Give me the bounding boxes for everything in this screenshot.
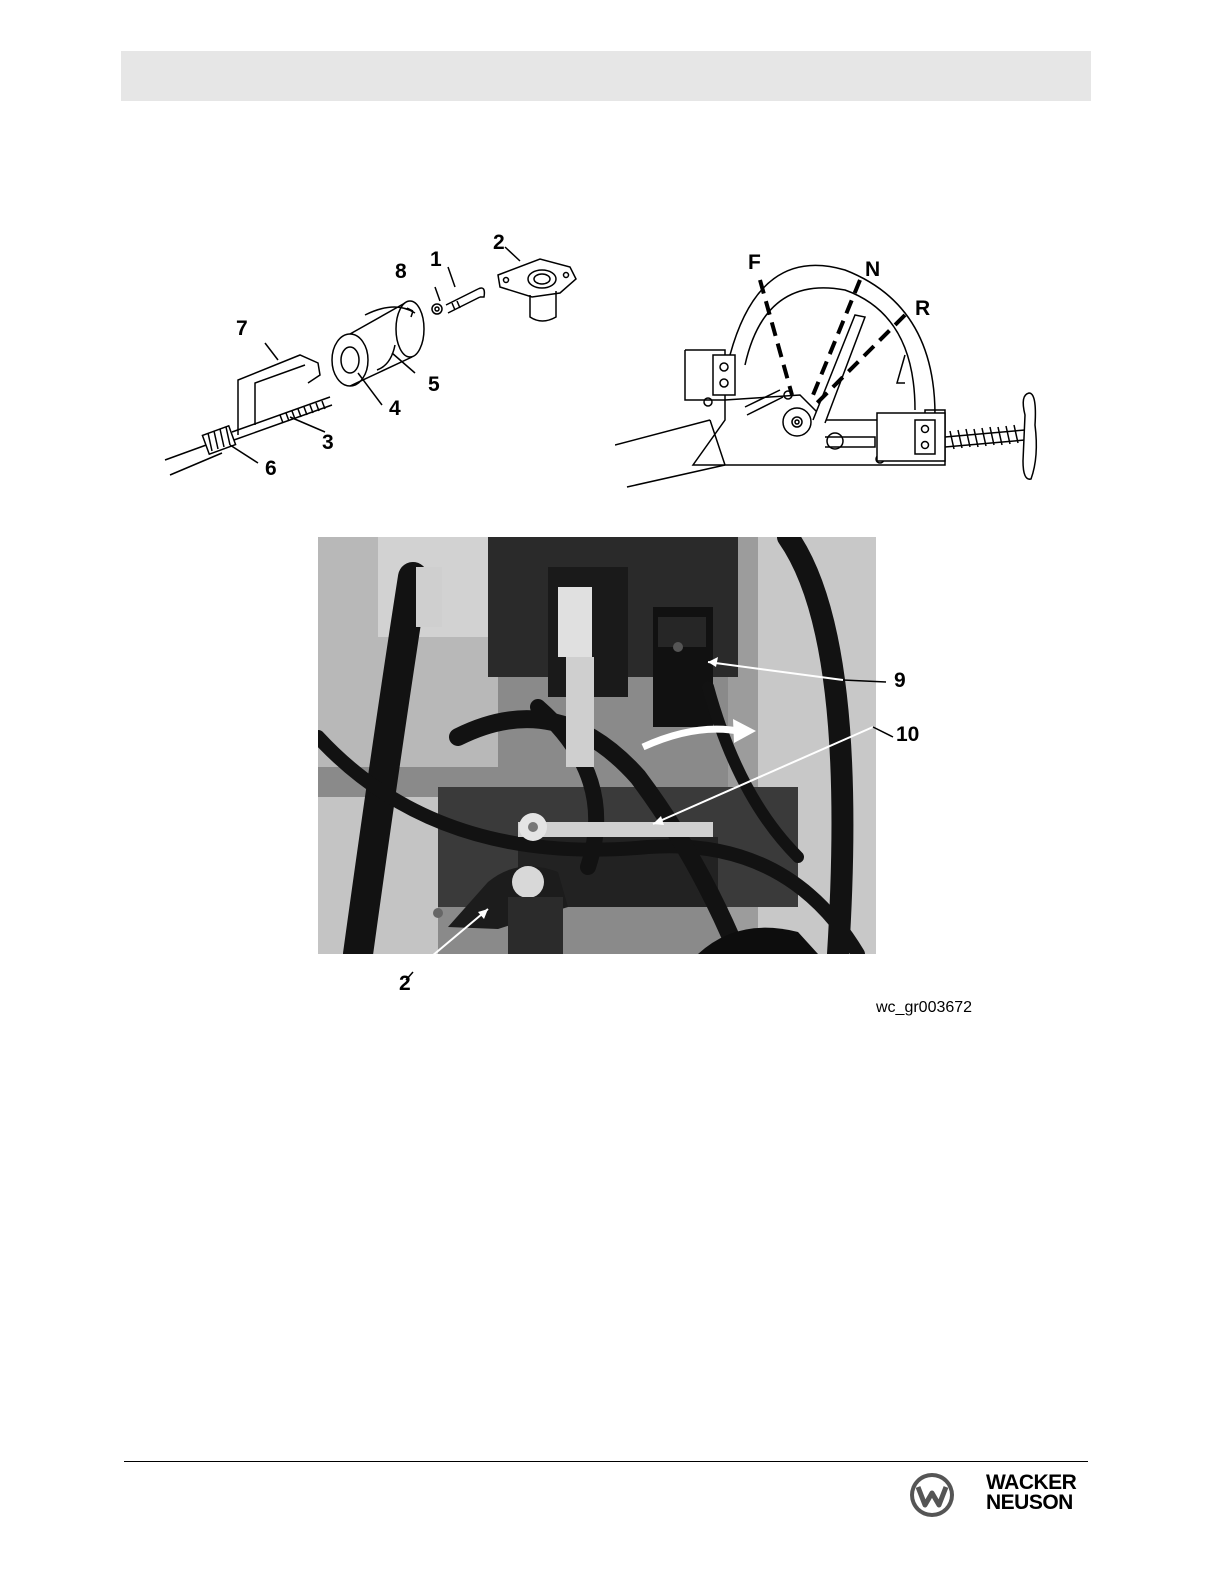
callout-3: 3 [322, 431, 334, 454]
callout-9: 9 [894, 669, 906, 692]
figure-id: wc_gr003672 [876, 999, 972, 1017]
exploded-view-illustration: 1 2 8 7 5 4 3 6 [160, 225, 600, 495]
callout-6: 6 [265, 457, 277, 480]
callout-7: 7 [236, 317, 248, 340]
logo-line-1: WACKER [986, 1473, 1076, 1493]
callout-10: 10 [896, 723, 919, 746]
photo-callouts: 9 10 2 [318, 537, 938, 1007]
callout-2-photo: 2 [399, 972, 411, 995]
logo-line-2: NEUSON [986, 1493, 1073, 1513]
callout-4: 4 [389, 397, 401, 420]
footer-rule [124, 1461, 1088, 1462]
header-band [121, 51, 1091, 101]
callout-2: 2 [493, 231, 505, 254]
position-F: F [748, 251, 761, 274]
callout-1: 1 [430, 248, 442, 271]
callout-5: 5 [428, 373, 440, 396]
brand-logo: WACKER NEUSON [906, 1471, 1096, 1527]
callout-8: 8 [395, 260, 407, 283]
lever-position-illustration: F N R [615, 225, 1065, 495]
position-N: N [865, 258, 880, 281]
position-R: R [915, 297, 930, 320]
wacker-w-icon [908, 1471, 956, 1519]
